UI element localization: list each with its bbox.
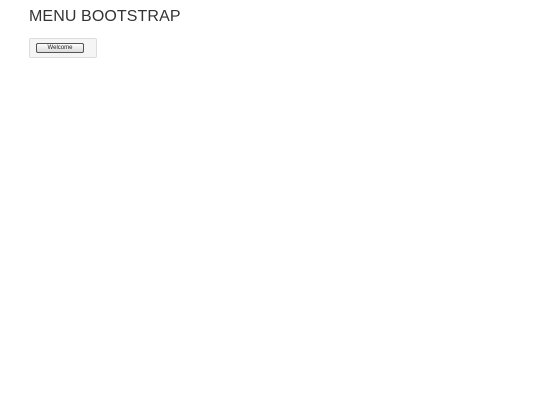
page-title: MENU BOOTSTRAP [29, 8, 181, 25]
welcome-button[interactable]: Welcome [36, 43, 84, 53]
menu-bar: Welcome [29, 38, 97, 58]
